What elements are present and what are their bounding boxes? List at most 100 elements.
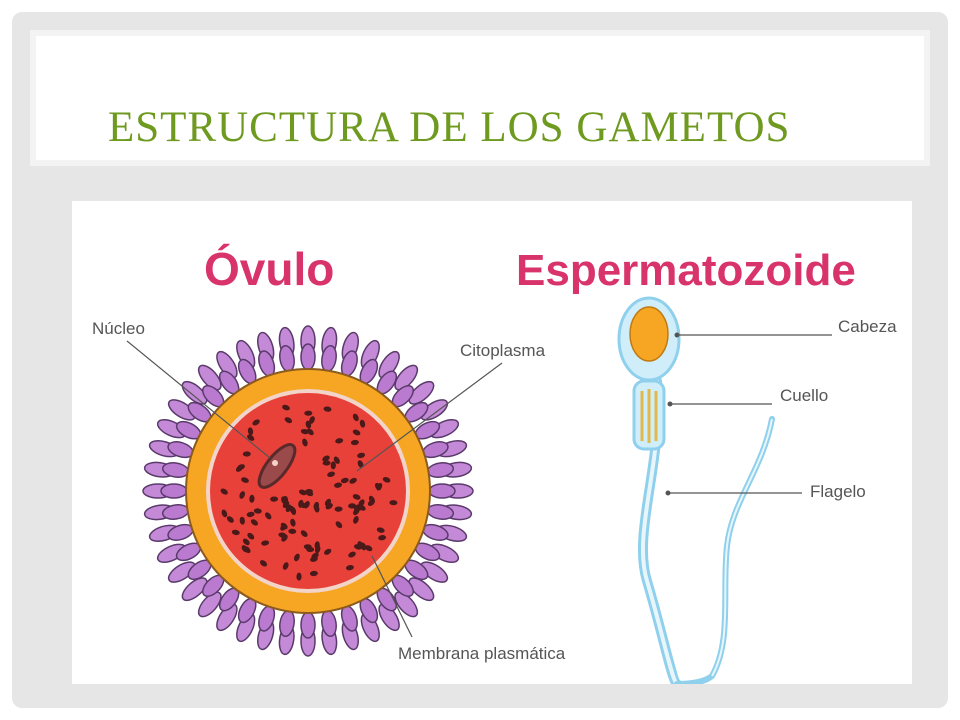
membrana-leader: [371, 555, 413, 638]
cytoplasm-granule: [241, 477, 249, 483]
corona-cell: [408, 380, 435, 405]
cytoplasm-granule: [296, 572, 302, 581]
nucleo-label: Núcleo: [92, 319, 145, 338]
corona-cell: [394, 364, 419, 391]
cytoplasm-granule: [309, 416, 315, 424]
cytoplasm-granule: [353, 544, 362, 550]
cytoplasm-granule: [376, 527, 385, 533]
cytoplasm-granule: [334, 482, 342, 488]
cytoplasm-granule: [348, 551, 356, 558]
corona-cell: [300, 611, 316, 639]
cytoplasm-granule: [382, 476, 391, 483]
cuello-leader-dot: [667, 401, 673, 407]
cabeza-label: Cabeza: [838, 317, 897, 336]
sperm-head: [629, 306, 669, 362]
corona-cell: [181, 380, 208, 405]
cytoplasm-granule: [300, 428, 309, 435]
corona-cell: [197, 364, 222, 391]
cytoplasm-granule: [309, 570, 318, 577]
cytoplasm-granule: [242, 451, 251, 457]
cytoplasm-granule: [270, 496, 279, 502]
cytoplasm-granule: [246, 511, 255, 518]
flagellum-end-inner: [711, 418, 773, 677]
cytoplasm-granule: [352, 494, 361, 500]
cabeza-leader-dot: [674, 332, 680, 338]
flagellum-end: [674, 416, 775, 684]
ovum-cell: [142, 325, 474, 657]
cytoplasm-granule: [220, 488, 228, 495]
cytoplasm-granule: [294, 553, 300, 562]
cytoplasm-granule: [231, 529, 240, 536]
cytoplasm-granule: [322, 455, 330, 462]
cytoplasm-granule: [250, 519, 258, 526]
cytoplasm-granule: [243, 546, 251, 554]
cytoplasm-granule: [335, 438, 344, 444]
flagelo-label: Flagelo: [810, 482, 866, 501]
citoplasma-label: Citoplasma: [460, 341, 546, 360]
flagelo-leader-dot: [665, 490, 671, 496]
cytoplasm-granule: [259, 560, 268, 567]
cytoplasm-granule: [357, 460, 364, 468]
cytoplasm-granule: [357, 452, 366, 459]
cytoplasm-granule: [306, 428, 314, 436]
cytoplasm-granule: [314, 541, 320, 550]
title-box: ESTRUCTURA DE LOS GAMETOS: [30, 30, 930, 166]
cytoplasm-granule: [247, 427, 254, 436]
ovulo-heading: Óvulo: [204, 243, 334, 295]
corona-cell: [197, 591, 222, 618]
gametes-figure: Óvulo Espermatozoide Núcleo Citoplasma M…: [72, 201, 912, 684]
cytoplasm-granule: [359, 419, 366, 428]
corona-cell: [408, 577, 435, 602]
cytoplasm-granule: [304, 488, 313, 495]
cytoplasm-granule: [300, 530, 308, 537]
cytoplasm-granule: [264, 512, 272, 520]
cytoplasm-granule: [221, 509, 228, 518]
nucleus: [257, 443, 297, 489]
gametes-diagram: Óvulo Espermatozoide Núcleo Citoplasma M…: [92, 243, 897, 684]
cytoplasm-granule: [378, 535, 387, 541]
cytoplasm-granules: [220, 404, 398, 581]
cytoplasm-granule: [327, 471, 336, 478]
cytoplasm-granule: [352, 429, 361, 436]
cytoplasm-granule: [247, 532, 255, 540]
nucleo-leader: [126, 340, 271, 459]
cytoplasm-granule: [350, 439, 359, 446]
membrana-label: Membrana plasmática: [398, 644, 566, 663]
cytoplasm-granule: [226, 516, 234, 523]
cytoplasm-granule: [353, 504, 362, 511]
cytoplasm-granule: [364, 545, 373, 552]
corona-cell: [394, 591, 419, 618]
cytoplasm-granule: [261, 540, 270, 546]
espermatozoide-heading: Espermatozoide: [516, 246, 856, 295]
cytoplasm-granule: [325, 503, 333, 510]
cytoplasm-granule: [345, 565, 354, 571]
sperm-cell: [617, 296, 775, 684]
cytoplasm-granule: [367, 499, 375, 506]
cytoplasm-granule: [352, 413, 359, 422]
cytoplasm-granule: [304, 410, 313, 416]
cytoplasm-granule: [340, 477, 349, 484]
cytoplasm-granule: [284, 417, 293, 424]
cytoplasm-granule: [285, 504, 292, 513]
cytoplasm-granule: [252, 419, 260, 426]
cytoplasm-granule: [333, 456, 340, 464]
cytoplasm-granule: [282, 404, 290, 411]
corona-cell: [160, 483, 188, 499]
cytoplasm-granule: [349, 477, 357, 484]
cytoplasm-granule: [298, 489, 307, 496]
cytoplasm-granule: [353, 516, 359, 524]
cytoplasm-granule: [280, 523, 287, 531]
cytoplasm-granule: [278, 532, 287, 538]
cytoplasm-granule: [290, 518, 296, 527]
page-title: ESTRUCTURA DE LOS GAMETOS: [108, 104, 791, 151]
cytoplasm-granule: [334, 506, 343, 512]
cytoplasm-granule: [322, 460, 331, 466]
cytoplasm-granule: [323, 406, 332, 412]
cytoplasm-granule: [288, 528, 297, 535]
cytoplasm-granule: [239, 491, 246, 499]
citoplasma-leader: [356, 362, 503, 472]
cytoplasm-granule: [281, 496, 287, 505]
corona-radiata: [142, 325, 474, 657]
corona-cell: [428, 483, 456, 499]
cytoplasm-granule: [310, 556, 318, 562]
